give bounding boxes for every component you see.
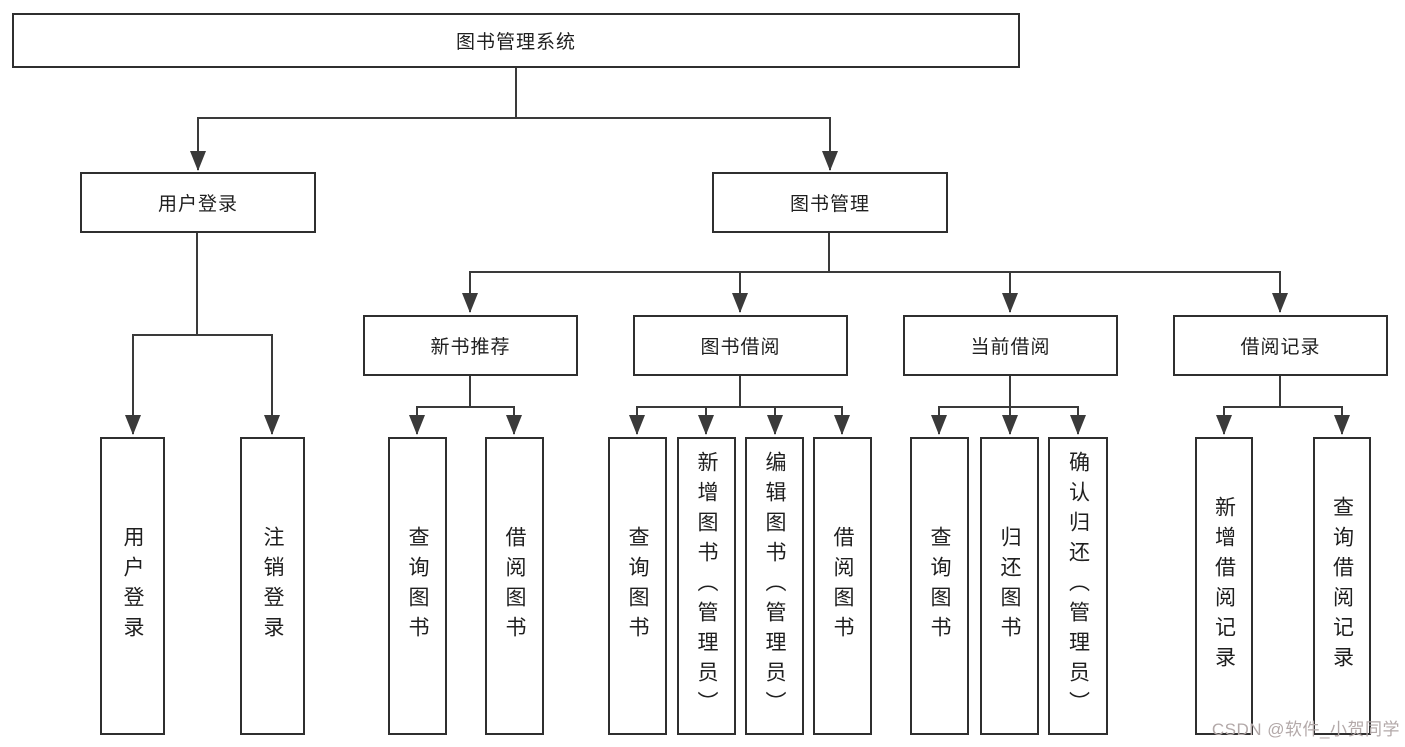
node-leaf-query-borrow-record: 查询借阅记录 bbox=[1313, 437, 1371, 735]
node-leaf-query-books-3: 查询图书 bbox=[910, 437, 969, 735]
node-leaf-confirm-return-admin: 确认归还（管理员） bbox=[1048, 437, 1108, 735]
node-leaf-edit-books-admin: 编辑图书（管理员） bbox=[745, 437, 804, 735]
node-root-library-management-system: 图书管理系统 bbox=[12, 13, 1020, 68]
node-leaf-query-books-2: 查询图书 bbox=[608, 437, 667, 735]
node-branch-book-management: 图书管理 bbox=[712, 172, 948, 233]
node-leaf-query-books-1: 查询图书 bbox=[388, 437, 447, 735]
node-leaf-add-borrow-record: 新增借阅记录 bbox=[1195, 437, 1253, 735]
watermark: CSDN @软件_小贺同学 bbox=[1211, 720, 1400, 739]
node-group-new-book-recommendation: 新书推荐 bbox=[363, 315, 578, 376]
node-group-current-borrowing: 当前借阅 bbox=[903, 315, 1118, 376]
node-leaf-add-books-admin: 新增图书（管理员） bbox=[677, 437, 736, 735]
node-branch-user-login: 用户登录 bbox=[80, 172, 316, 233]
node-group-book-borrowing: 图书借阅 bbox=[633, 315, 848, 376]
node-leaf-borrow-books-1: 借阅图书 bbox=[485, 437, 544, 735]
node-leaf-return-books: 归还图书 bbox=[980, 437, 1039, 735]
node-leaf-borrow-books-2: 借阅图书 bbox=[813, 437, 872, 735]
node-leaf-logout: 注销登录 bbox=[240, 437, 305, 735]
node-group-borrowing-records: 借阅记录 bbox=[1173, 315, 1388, 376]
node-leaf-user-login: 用户登录 bbox=[100, 437, 165, 735]
